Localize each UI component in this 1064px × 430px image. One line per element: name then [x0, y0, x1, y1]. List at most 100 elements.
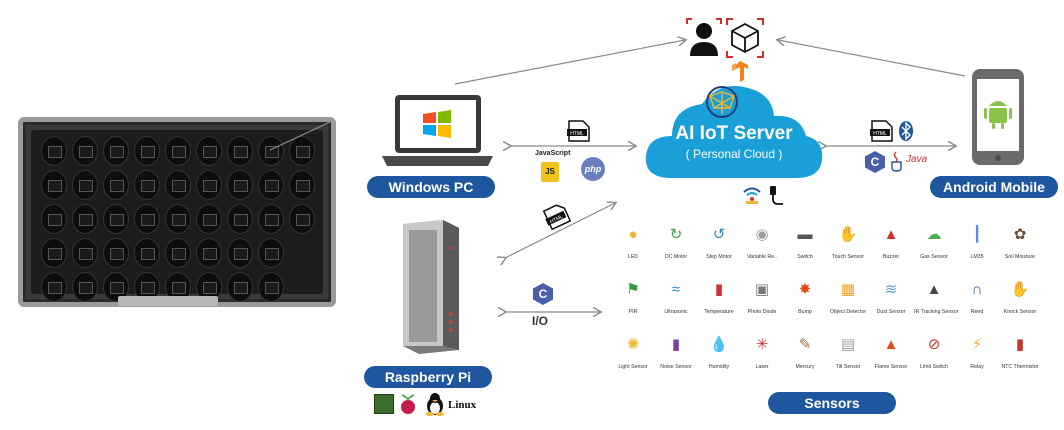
switch-icon: ▬: [797, 226, 813, 243]
ntc-thermistor-icon: ▮: [1015, 336, 1025, 353]
sensor-module: [203, 180, 217, 192]
sensor-module: [265, 180, 279, 192]
sensor-module: [296, 180, 310, 192]
sensor-module: [234, 248, 248, 260]
sensor-module: [110, 180, 124, 192]
pi-board-icon: [374, 394, 394, 414]
module-slot: [289, 204, 315, 234]
svg-text:HTML: HTML: [570, 131, 584, 137]
sensor-ntc-thermistor: ▮ NTC Thermistor: [999, 332, 1041, 378]
sensor-step-motor: ↺Step Motor: [698, 222, 740, 268]
sensor-module: [265, 248, 279, 260]
sensor-module: [79, 180, 93, 192]
module-slot: [41, 238, 67, 268]
relay-icon: ⚡: [971, 336, 983, 353]
module-slot: [258, 272, 284, 302]
module-slot: [289, 170, 315, 200]
laser-icon: ✳: [755, 336, 769, 353]
module-slot: [72, 170, 98, 200]
sensor-label: Variable Re..: [747, 254, 777, 260]
bluetooth-icon: [898, 120, 914, 142]
object-detector-icon: ▦: [840, 281, 856, 298]
server-title: AI IoT Server: [675, 123, 793, 144]
module-slot: [134, 238, 160, 268]
case-foam-insert: [31, 130, 323, 302]
js-icon: JS: [541, 162, 559, 182]
temperature-icon: ▮: [714, 281, 724, 298]
sensor-label: Object Detector: [829, 309, 867, 315]
sensor-variable-resistor: ◉Variable Re..: [741, 222, 783, 268]
sensor-dust-sensor: ≋Dust Sensor: [870, 277, 912, 323]
module-slot: [258, 136, 284, 166]
sensor-module: [203, 282, 217, 294]
module-slot: [41, 272, 67, 302]
module-slot: [258, 238, 284, 268]
sensor-module: [79, 146, 93, 158]
module-slot: [103, 238, 129, 268]
power-plug-icon: [764, 184, 784, 206]
sensor-module: [172, 248, 186, 260]
iot-kit-case: [18, 117, 336, 307]
touch-sensor-icon: ✋: [838, 226, 858, 243]
sensor-light-sensor: ✺Light Sensor: [612, 332, 654, 378]
sensor-module: [265, 146, 279, 158]
arrow-mobile-to-ai: [778, 40, 966, 77]
neural-brain-icon: [700, 84, 744, 120]
sensor-label: Dust Sensor: [876, 309, 906, 315]
sensor-module: [234, 180, 248, 192]
sensor-module: [141, 180, 155, 192]
sensor-module: [48, 146, 62, 158]
sensor-label: Tilt Sensor: [835, 364, 861, 370]
module-slot: [165, 204, 191, 234]
sensor-ultrasonic: ≈Ultrasonic: [655, 277, 697, 323]
sensor-label: Photo Diode: [747, 309, 777, 315]
sensor-label: Flame Sensor: [874, 364, 908, 370]
module-slot: [103, 136, 129, 166]
html-file-icon-mobile: HTML: [870, 120, 894, 142]
sensor-label: Soil Moisture: [1004, 254, 1036, 260]
module-slot: [165, 136, 191, 166]
module-slot: [227, 170, 253, 200]
sensor-module: [265, 282, 279, 294]
module-slot: [103, 170, 129, 200]
sensor-label: Ultrasonic: [664, 309, 688, 315]
sensor-knock-sensor: ✋Knock Sensor: [999, 277, 1041, 323]
sensors-label: Sensors: [768, 392, 896, 414]
sensor-label: Limit Switch: [920, 364, 948, 370]
io-label: I/O: [532, 314, 549, 328]
pir-icon: ⚑: [626, 281, 640, 298]
sensor-module: [234, 282, 248, 294]
sensor-module: [203, 248, 217, 260]
sensor-module: [234, 146, 248, 158]
sensor-module: [48, 214, 62, 226]
reed-icon: ∩: [971, 281, 983, 298]
limit-switch-icon: ⊘: [927, 336, 941, 353]
step-motor-icon: ↺: [712, 226, 726, 243]
sensor-grid: ●LED↻DC Motor↺Step Motor◉Variable Re..▬S…: [612, 222, 1060, 384]
sensor-label: NTC Thermistor: [1001, 364, 1039, 370]
module-slot: [227, 136, 253, 166]
sensor-label: Knock Sensor: [1003, 309, 1037, 315]
sensor-label: Noise Sensor: [660, 364, 692, 370]
arrow-pc-to-ai: [454, 40, 685, 85]
sensor-label: Switch: [797, 254, 813, 260]
sensor-temperature: ▮Temperature: [698, 277, 740, 323]
noise-sensor-icon: ▮: [671, 336, 681, 353]
module-slot: [165, 238, 191, 268]
module-slot: [72, 204, 98, 234]
line-case-to-pc: [269, 121, 331, 151]
module-slot: [196, 238, 222, 268]
java-label: Java: [906, 154, 928, 165]
ir-tracking-icon: ▲: [926, 281, 942, 298]
tilt-sensor-icon: ▤: [840, 336, 856, 353]
sensor-module: [110, 146, 124, 158]
sensor-mercury: ✎Mercury: [784, 332, 826, 378]
sensor-object-detector: ▦ Object Detector: [827, 277, 869, 323]
module-slot: [196, 170, 222, 200]
sensor-module: [110, 248, 124, 260]
sensor-module: [141, 248, 155, 260]
sensor-module: [172, 180, 186, 192]
sensor-module: [48, 180, 62, 192]
sensor-label: LM35: [970, 254, 984, 260]
windows-pc-label: Windows PC: [367, 176, 495, 198]
